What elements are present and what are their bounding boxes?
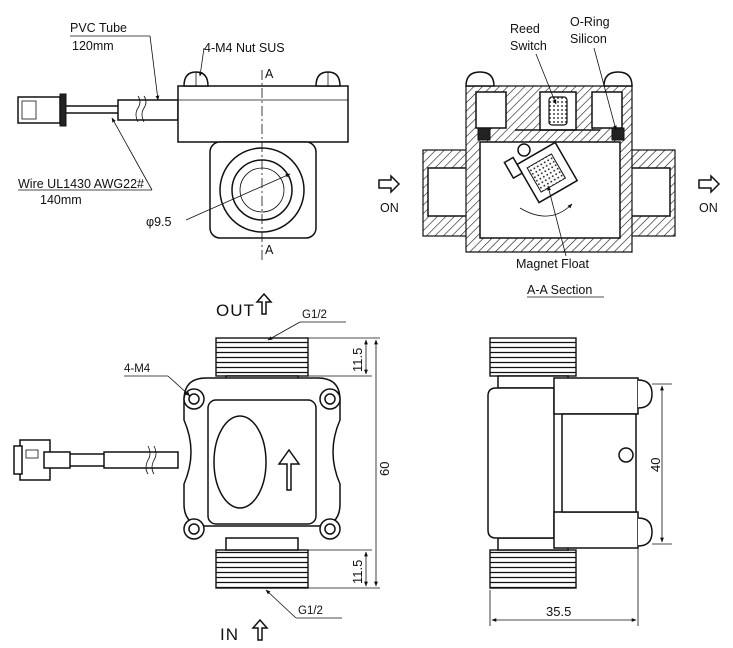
dim-height: 40: [648, 458, 663, 472]
screw-head-icon: [637, 379, 653, 409]
mount-hole-icon: [183, 518, 205, 540]
nut-label: 4-M4 Nut SUS: [204, 41, 285, 55]
reed-port-icon: [618, 447, 634, 463]
front-view: OUT IN G1/2 G1/2 4-M4 11.5 11.5 60: [13, 292, 392, 644]
thread-bottom: [215, 549, 309, 589]
section-mark-top: A: [265, 67, 274, 81]
reed-switch-label: Reed: [510, 22, 540, 36]
inlet-flow-label: ON: [380, 201, 399, 215]
mount-hole-icon: [319, 388, 341, 410]
in-arrow-icon: [251, 618, 269, 641]
section-view: ON ON Reed Switch O-Ring Silicon Magnet …: [378, 15, 721, 298]
side-view: 40 35.5: [487, 337, 672, 626]
pvc-tube: [103, 451, 179, 469]
pvc-tube-label: PVC Tube: [70, 21, 127, 35]
screw-head-icon: [465, 71, 495, 87]
sensor-body: [177, 85, 349, 143]
thread-top: [215, 337, 309, 377]
dim-width: 35.5: [546, 604, 571, 619]
wire-label: Wire UL1430 AWG22#: [18, 177, 144, 191]
mount-hole-icon: [183, 388, 205, 410]
magnet-float-label: Magnet Float: [516, 257, 589, 271]
mount-holes-label: 4-M4: [124, 363, 151, 375]
outlet-flow-label: ON: [699, 201, 718, 215]
pvc-tube: [117, 99, 179, 121]
flow-direction-arrow-icon: [277, 448, 301, 491]
dim-total-height: 60: [377, 462, 392, 476]
wire-length: 140mm: [40, 193, 82, 207]
out-arrow-icon: [255, 292, 273, 315]
oring-label: Silicon: [570, 32, 607, 46]
dim-thread-top: 11.5: [350, 348, 365, 372]
in-label: IN: [220, 625, 239, 644]
bore-diameter: φ9.5: [146, 215, 172, 229]
magnet-float: [503, 141, 579, 204]
thread-top: [489, 337, 577, 377]
pvc-tube-length: 120mm: [72, 39, 114, 53]
wire-connector: [17, 93, 67, 127]
section-title: A-A Section: [527, 283, 592, 297]
oring-label: O-Ring: [570, 15, 610, 29]
mount-hole-icon: [319, 518, 341, 540]
out-label: OUT: [216, 301, 255, 320]
thread-bottom: [489, 549, 577, 589]
reed-switch-label: Switch: [510, 39, 547, 53]
reed-switch: [548, 96, 568, 126]
top-view: A A PVC Tube 120mm 4-M4 Nut SUS Wire UL1…: [17, 21, 349, 260]
outlet-arrow-icon: [698, 174, 721, 194]
inlet-arrow-icon: [378, 174, 401, 194]
sensor-body: [487, 387, 555, 539]
thread-bottom-label: G1/2: [298, 605, 323, 617]
screw-head-icon: [637, 517, 653, 547]
section-mark-bottom: A: [265, 243, 274, 257]
o-ring: [611, 127, 625, 141]
o-ring: [477, 127, 491, 141]
thread-top-label: G1/2: [302, 309, 327, 321]
wire-connector: [13, 439, 71, 481]
magnet-window: [213, 415, 267, 509]
dim-thread-bottom: 11.5: [350, 560, 365, 584]
rotation-arrow-icon: [519, 203, 573, 217]
screw-head-icon: [603, 71, 633, 87]
